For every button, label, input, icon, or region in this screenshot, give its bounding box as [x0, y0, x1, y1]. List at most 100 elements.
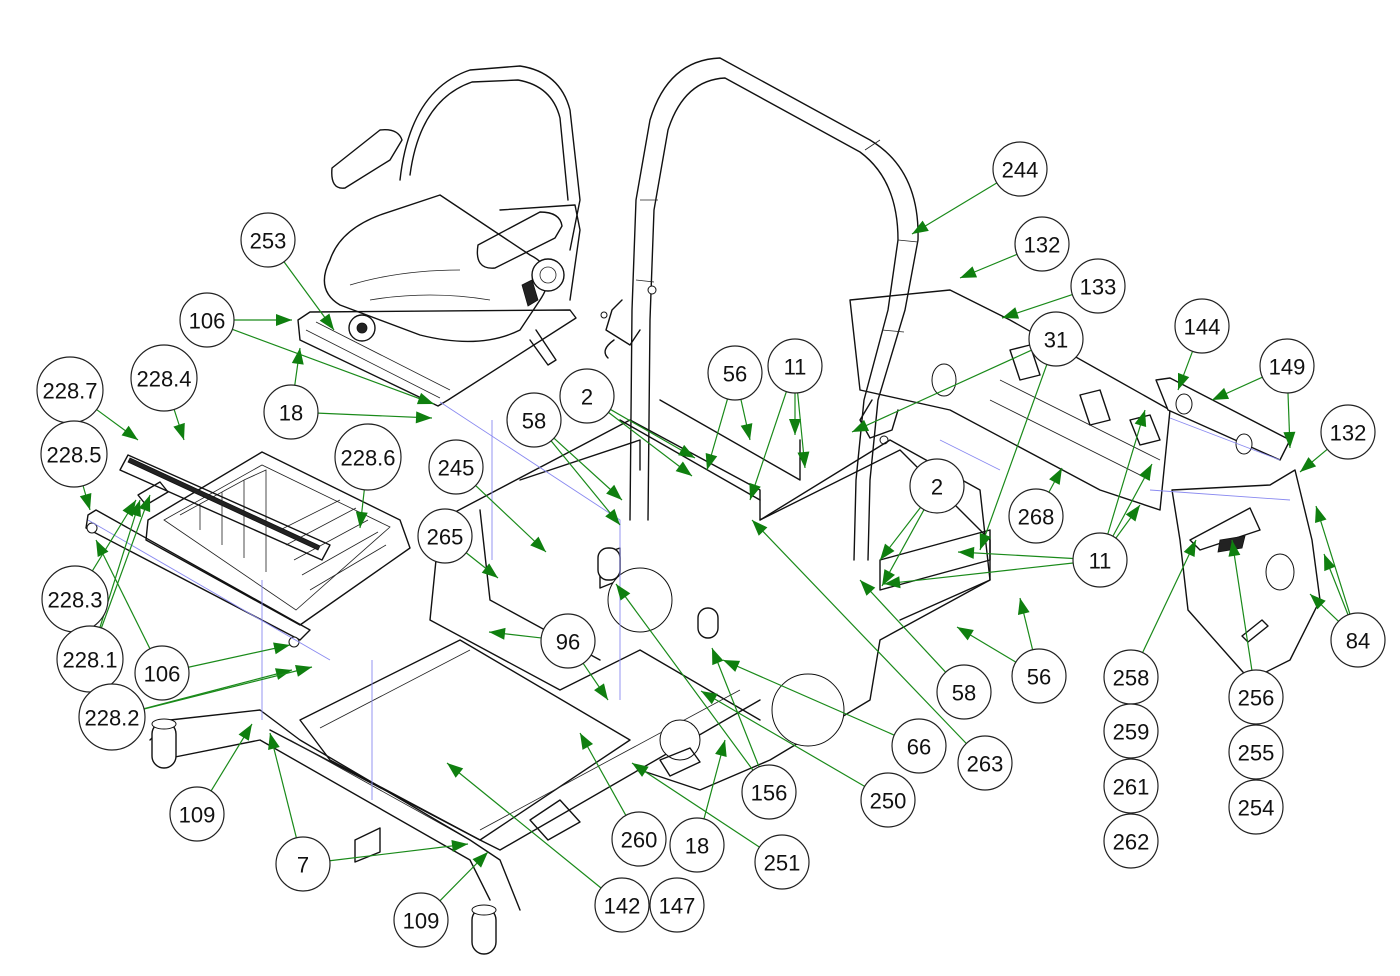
- callout-c2a[interactable]: 2: [559, 368, 615, 424]
- callout-c56a[interactable]: 56: [707, 345, 763, 401]
- callout-c147[interactable]: 147: [649, 877, 705, 933]
- callout-c132b[interactable]: 132: [1320, 404, 1376, 460]
- leader-line-c263: [751, 519, 967, 744]
- callout-c228_1[interactable]: 228.1: [56, 625, 124, 693]
- foot-plate: [85, 451, 411, 648]
- leader-arrowhead: [276, 314, 292, 326]
- callout-c109b[interactable]: 109: [393, 892, 449, 948]
- leader-line-c106a: [232, 328, 435, 405]
- callout-c11b[interactable]: 11: [1072, 532, 1128, 588]
- callout-c31[interactable]: 31: [1028, 311, 1084, 367]
- callout-c18b[interactable]: 18: [669, 817, 725, 873]
- callout-circle: [957, 735, 1013, 791]
- callout-c259[interactable]: 259: [1103, 703, 1159, 759]
- callout-c262[interactable]: 262: [1103, 813, 1159, 869]
- callout-c245[interactable]: 245: [428, 439, 484, 495]
- callout-c228_4[interactable]: 228.4: [130, 344, 198, 412]
- callout-circle: [130, 344, 198, 412]
- callout-c11a[interactable]: 11: [767, 338, 823, 394]
- callout-c228_3[interactable]: 228.3: [41, 565, 109, 633]
- callout-c149[interactable]: 149: [1259, 338, 1315, 394]
- callout-label: 228.6: [340, 446, 395, 471]
- heat-shield-bracket: [1155, 377, 1291, 461]
- callout-label: 84: [1346, 629, 1370, 654]
- callout-c144[interactable]: 144: [1174, 298, 1230, 354]
- leader-line-c250: [700, 690, 865, 787]
- callout-c250[interactable]: 250: [860, 772, 916, 828]
- callout-c258[interactable]: 258: [1103, 649, 1159, 705]
- callout-label: 228.3: [47, 588, 102, 613]
- callout-c261[interactable]: 261: [1103, 758, 1159, 814]
- leader-arrowhead: [416, 392, 434, 405]
- callout-c228_7[interactable]: 228.7: [36, 356, 104, 424]
- leader-arrowhead: [882, 569, 895, 586]
- leader-arrowhead: [852, 419, 870, 432]
- callout-c254[interactable]: 254: [1228, 779, 1284, 835]
- callout-c96[interactable]: 96: [540, 613, 596, 669]
- leader-arrowhead: [173, 422, 185, 440]
- callout-circle: [594, 877, 650, 933]
- leader-arrowhead: [138, 495, 151, 513]
- callout-c253[interactable]: 253: [240, 212, 296, 268]
- callout-circle: [263, 384, 319, 440]
- callout-c56b[interactable]: 56: [1011, 648, 1067, 704]
- callout-c256[interactable]: 256: [1228, 669, 1284, 725]
- leader-line-c244: [911, 182, 998, 235]
- leader-arrowhead: [1178, 372, 1190, 390]
- callout-c263[interactable]: 263: [957, 735, 1013, 791]
- callout-label: 18: [279, 401, 303, 426]
- callout-c228_2[interactable]: 228.2: [78, 683, 146, 751]
- callout-c106a[interactable]: 106: [179, 292, 235, 348]
- callout-circle: [1320, 404, 1376, 460]
- rear-panel: [849, 289, 1171, 511]
- callout-c265[interactable]: 265: [417, 508, 473, 564]
- callout-circle: [669, 817, 725, 873]
- callout-c7[interactable]: 7: [275, 836, 331, 892]
- callout-c58b[interactable]: 58: [936, 664, 992, 720]
- callout-label: 106: [189, 309, 226, 334]
- leader-arrowhead: [740, 423, 753, 440]
- leader-arrowhead: [606, 484, 622, 500]
- callout-c132a[interactable]: 132: [1014, 216, 1070, 272]
- callout-label: 132: [1024, 233, 1061, 258]
- callout-c260[interactable]: 260: [611, 811, 667, 867]
- leader-arrowhead: [616, 584, 631, 601]
- callout-circle: [992, 141, 1048, 197]
- callout-c251[interactable]: 251: [754, 834, 810, 890]
- callout-c156[interactable]: 156: [741, 764, 797, 820]
- leader-arrowhead: [295, 665, 312, 677]
- callout-circle: [1070, 258, 1126, 314]
- callout-circle: [1259, 338, 1315, 394]
- callout-c142[interactable]: 142: [594, 877, 650, 933]
- callout-label: 56: [723, 362, 747, 387]
- callout-circle: [1228, 724, 1284, 780]
- callout-label: 7: [297, 853, 309, 878]
- leader-arrowhead: [1310, 594, 1326, 610]
- leader-arrowhead: [752, 520, 768, 536]
- leader-line-c228_2: [143, 666, 313, 710]
- callout-circle: [1014, 216, 1070, 272]
- callout-c2b[interactable]: 2: [909, 458, 965, 514]
- callout-label: 256: [1238, 686, 1275, 711]
- leader-arrowhead: [715, 740, 727, 758]
- callout-c58a[interactable]: 58: [506, 392, 562, 448]
- leader-arrowhead: [268, 733, 280, 750]
- callout-c228_6[interactable]: 228.6: [334, 423, 402, 491]
- callout-circle: [240, 212, 296, 268]
- callout-c133[interactable]: 133: [1070, 258, 1126, 314]
- leader-line-c7: [329, 843, 469, 862]
- leader-arrowhead: [447, 763, 464, 778]
- callout-c106b[interactable]: 106: [134, 645, 190, 701]
- callout-c228_5[interactable]: 228.5: [40, 420, 108, 488]
- callout-c244[interactable]: 244: [992, 141, 1048, 197]
- callout-c66[interactable]: 66: [891, 718, 947, 774]
- callout-c84[interactable]: 84: [1330, 612, 1386, 668]
- callout-c255[interactable]: 255: [1228, 724, 1284, 780]
- callout-c109a[interactable]: 109: [169, 786, 225, 842]
- callout-c18a[interactable]: 18: [263, 384, 319, 440]
- leader-arrowhead: [1134, 410, 1147, 428]
- callout-label: 228.7: [42, 379, 97, 404]
- callout-c268[interactable]: 268: [1008, 488, 1064, 544]
- callout-circle: [1330, 612, 1386, 668]
- callout-circle: [134, 645, 190, 701]
